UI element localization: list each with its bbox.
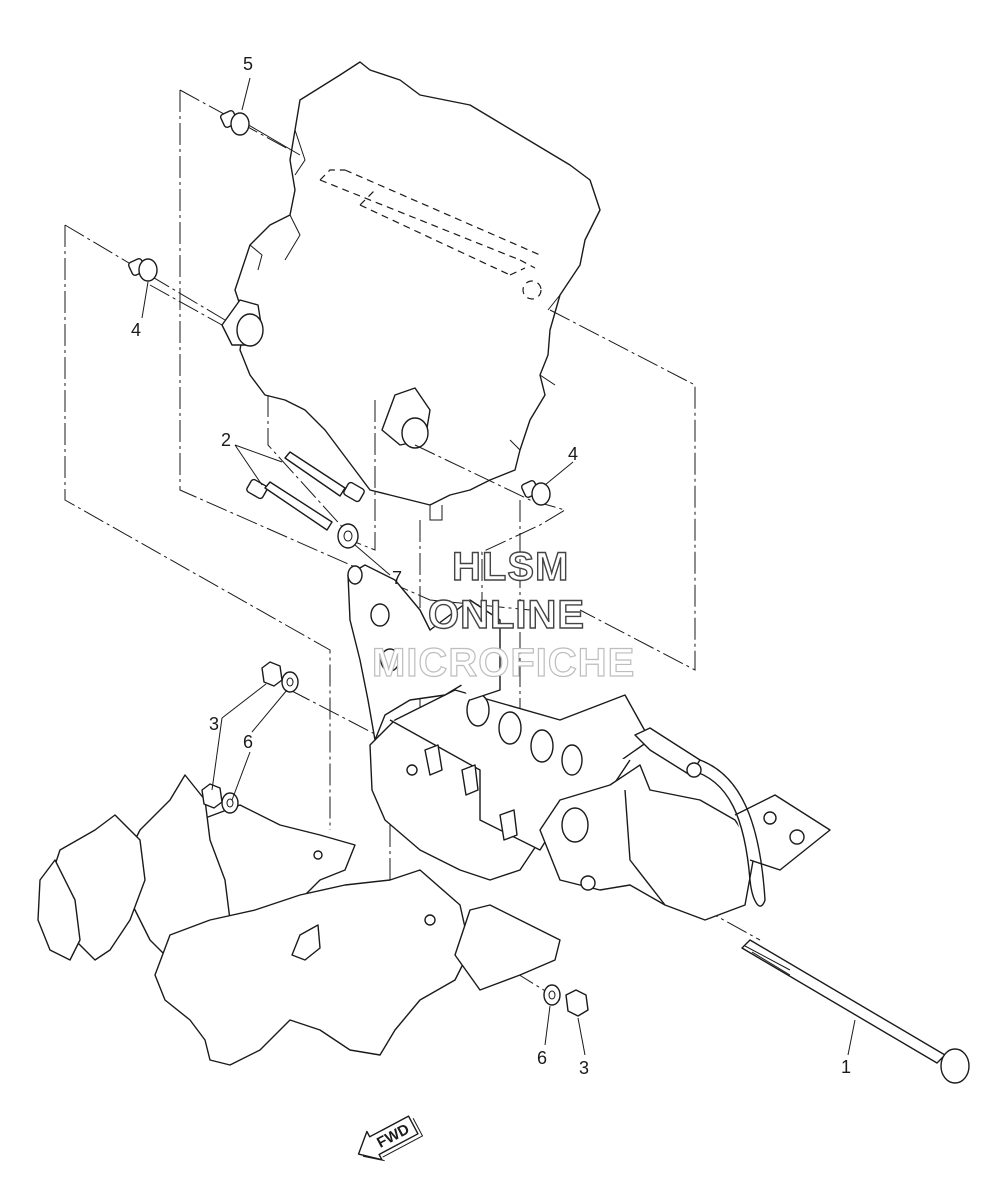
bolt-4-right[interactable] [520, 479, 551, 506]
washer-7[interactable] [337, 523, 359, 549]
bolt-5[interactable] [219, 109, 250, 136]
watermark-line-1: HLSM [452, 545, 569, 589]
bolt-2-lower[interactable] [246, 478, 333, 531]
callout-labels: 5 4 2 4 7 3 6 1 6 3 [131, 54, 851, 1078]
frame-mount-bracket [37, 564, 831, 1066]
callout-7: 7 [392, 568, 402, 588]
nut-3-upper[interactable] [261, 661, 283, 687]
fwd-arrow: FWD [357, 1115, 424, 1162]
engine-block [221, 61, 601, 521]
washer-6-lower-left[interactable] [221, 792, 239, 814]
bolt-4-left[interactable] [127, 257, 158, 282]
watermark-line-2: ONLINE [428, 593, 585, 637]
watermark: HLSM ONLINE MICROFICHE [371, 544, 635, 685]
callout-2: 2 [221, 430, 231, 450]
callout-6-left: 6 [243, 732, 253, 752]
bolt-2-upper[interactable] [284, 451, 365, 503]
callout-3-left: 3 [209, 714, 219, 734]
watermark-line-3: MICROFICHE [372, 641, 635, 685]
through-bolt-1[interactable] [741, 939, 970, 1084]
callout-leaders [141, 77, 856, 1056]
fwd-arrow-icon [357, 1115, 419, 1161]
callout-1: 1 [841, 1057, 851, 1077]
callout-3-right: 3 [579, 1058, 589, 1078]
nut-3-lower-right[interactable] [565, 989, 589, 1017]
washer-6-upper[interactable] [281, 671, 299, 693]
callout-6-right: 6 [537, 1048, 547, 1068]
callout-5: 5 [243, 54, 253, 74]
washer-6-lower-right[interactable] [543, 984, 561, 1006]
callout-4-right: 4 [568, 444, 578, 464]
callout-4-left: 4 [131, 320, 141, 340]
fasteners [127, 109, 970, 1084]
